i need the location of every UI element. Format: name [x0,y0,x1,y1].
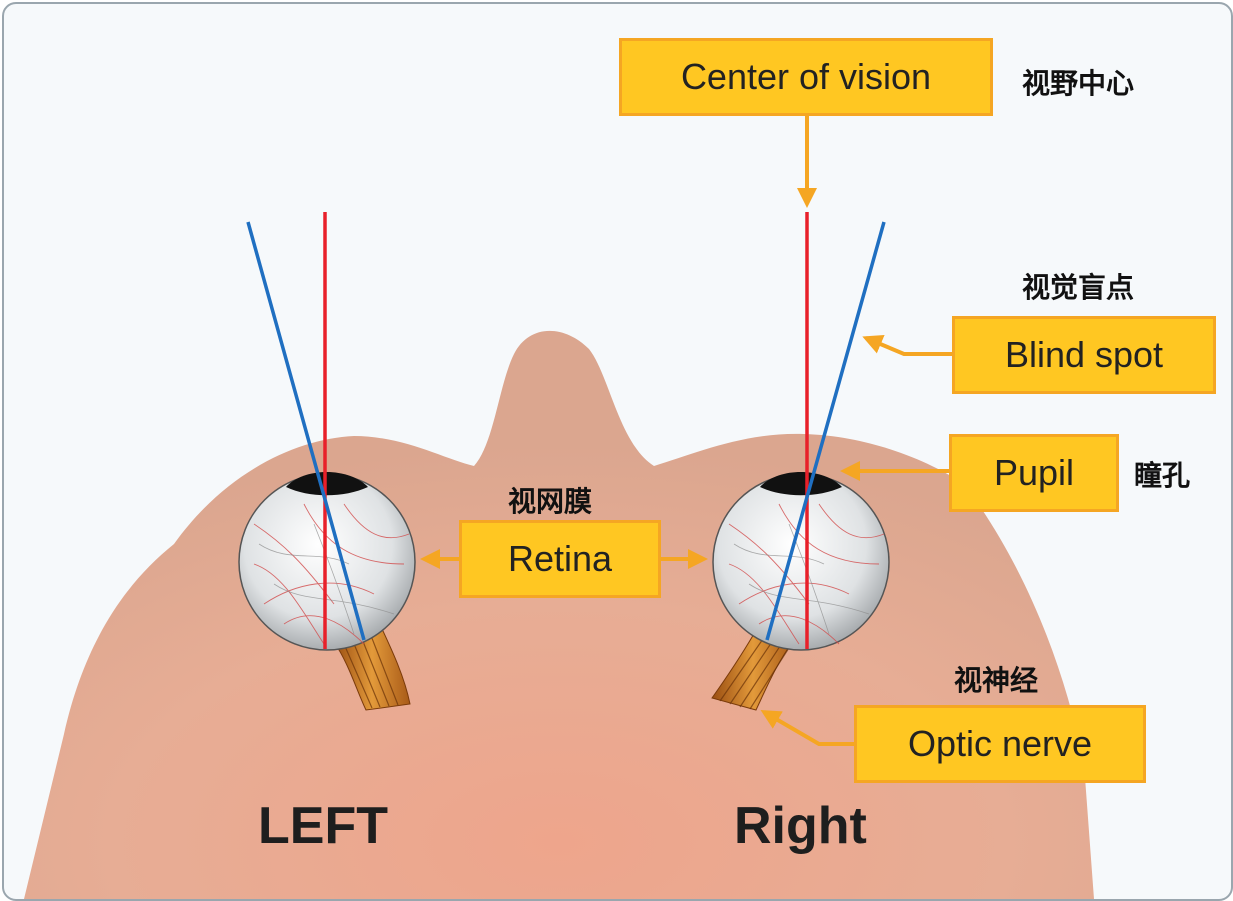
optic-nerve-text: Optic nerve [907,723,1093,764]
optic-nerve-arrow [760,709,854,746]
blind-spot-label: Blind spot [952,316,1216,394]
left-pupil [286,472,368,496]
blind-spot-cn: 视觉盲点 [1022,271,1135,304]
right-blind-spot-line [765,221,886,641]
pupil-text: Pupil [993,452,1075,493]
left-eye [238,472,416,711]
retina-text: Retina [507,538,613,579]
right-eye [711,472,890,711]
head-shape [24,330,1094,899]
pupil-cn: 瞳孔 [1134,459,1191,492]
right-pupil [760,472,842,496]
left-blind-spot-line [246,221,366,641]
center-of-vision-label: Center of vision [619,38,993,116]
blind-spot-text: Blind spot [1004,334,1164,375]
center-of-vision-text: Center of vision [680,56,932,97]
right-side-label: Right [734,797,867,855]
optic-nerve-cn: 视神经 [954,664,1039,697]
optic-nerve-label: Optic nerve [854,705,1146,783]
right-eyeball [712,473,890,651]
blind-spot-arrow [862,334,952,356]
retina-cn: 视网膜 [508,485,593,518]
retina-label: Retina [459,520,661,598]
diagram-canvas [24,116,1094,899]
left-side-label: LEFT [258,797,388,855]
pupil-label: Pupil [949,434,1119,512]
center-of-vision-cn: 视野中心 [1022,67,1135,100]
